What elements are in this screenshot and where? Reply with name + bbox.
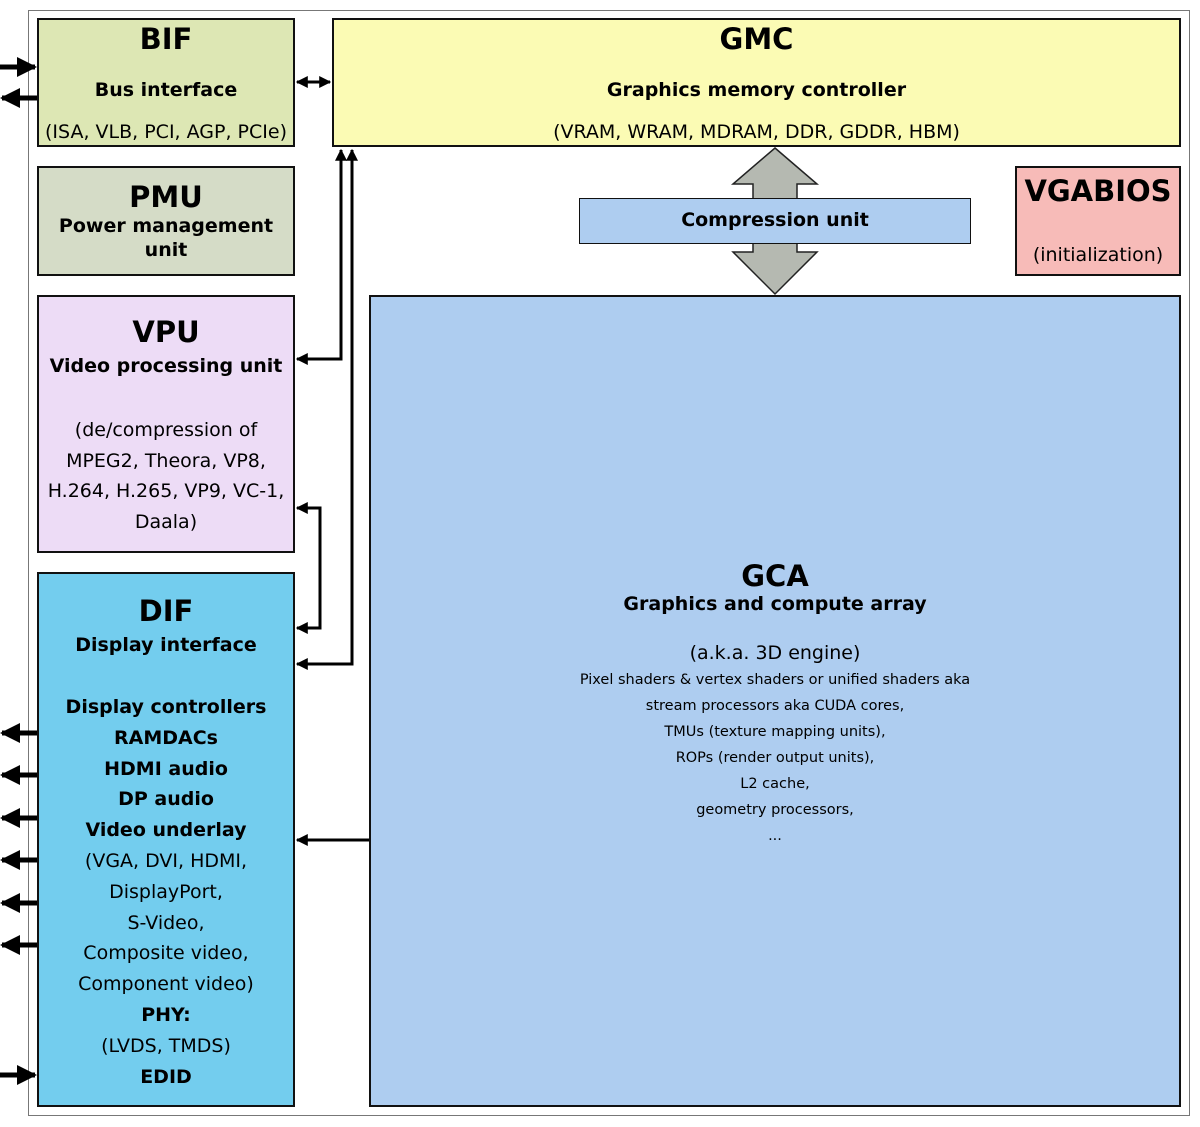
- dif-item: Component video): [78, 973, 254, 996]
- dif-item: PHY:: [141, 1003, 191, 1026]
- gmc-detail: (VRAM, WRAM, MDRAM, DDR, GDDR, HBM): [553, 121, 960, 143]
- vpu-block: VPU Video processing unit (de/compressio…: [37, 295, 295, 553]
- bif-name: Bus interface: [94, 79, 238, 101]
- dif-item: Display controllers: [65, 696, 267, 718]
- gca-detail-line: stream processors aka CUDA cores,: [645, 698, 905, 714]
- dif-item: DisplayPort,: [109, 880, 223, 903]
- vpu-detail-line: MPEG2, Theora, VP8,: [66, 449, 266, 472]
- bif-acronym: BIF: [139, 22, 193, 56]
- gca-acronym: GCA: [741, 559, 809, 593]
- gmc-acronym: GMC: [719, 22, 794, 56]
- gmc-block: GMC Graphics memory controller (VRAM, WR…: [332, 18, 1181, 147]
- gca-name: Graphics and compute array: [623, 593, 927, 615]
- gca-detail-line: ...: [768, 828, 782, 844]
- dif-acronym: DIF: [138, 594, 194, 628]
- dif-block: DIF Display interface Display controller…: [37, 572, 295, 1107]
- vpu-detail-line: Daala): [134, 510, 198, 533]
- pmu-block: PMU Power management unit: [37, 166, 295, 276]
- dif-name: Display interface: [75, 634, 257, 656]
- compression-unit-name: Compression unit: [681, 209, 869, 231]
- vgabios-block: VGABIOS (initialization): [1015, 166, 1181, 276]
- vpu-detail-line: (de/compression of: [74, 419, 258, 441]
- dif-item: Composite video,: [83, 942, 249, 965]
- gca-detail: Pixel shaders & vertex shaders or unifie…: [371, 667, 1179, 849]
- vgabios-acronym: VGABIOS: [1024, 174, 1172, 208]
- vpu-acronym: VPU: [132, 315, 200, 349]
- dif-item: EDID: [140, 1065, 192, 1088]
- vpu-detail-line: H.264, H.265, VP9, VC-1,: [47, 480, 285, 502]
- bif-block: BIF Bus interface (ISA, VLB, PCI, AGP, P…: [37, 18, 295, 147]
- dif-item: RAMDACs: [114, 726, 218, 749]
- compression-unit-block: Compression unit: [579, 198, 971, 244]
- pmu-name-line: unit: [144, 239, 188, 261]
- vpu-name: Video processing unit: [49, 355, 283, 377]
- pmu-name-line: Power management: [58, 215, 274, 237]
- bif-detail: (ISA, VLB, PCI, AGP, PCIe): [45, 121, 287, 143]
- vgabios-detail: (initialization): [1032, 244, 1164, 266]
- gca-detail-line: TMUs (texture mapping units),: [664, 724, 886, 740]
- gpu-chip-frame: [28, 10, 1190, 1116]
- gca-block: GCA Graphics and compute array (a.k.a. 3…: [369, 295, 1181, 1107]
- vpu-detail: (de/compression of MPEG2, Theora, VP8, H…: [39, 415, 293, 537]
- gca-detail-line: geometry processors,: [696, 802, 854, 818]
- dif-item-list: Display controllers RAMDACs HDMI audio D…: [39, 692, 293, 1092]
- gca-detail-line: Pixel shaders & vertex shaders or unifie…: [579, 672, 971, 688]
- dif-item: (VGA, DVI, HDMI,: [84, 849, 248, 872]
- dif-item: S-Video,: [127, 911, 205, 934]
- dif-item: DP audio: [118, 788, 214, 811]
- gca-detail-line: L2 cache,: [740, 776, 810, 792]
- dif-item: HDMI audio: [104, 757, 228, 780]
- gca-aka: (a.k.a. 3D engine): [689, 642, 861, 664]
- dif-item: Video underlay: [85, 819, 247, 842]
- pmu-acronym: PMU: [129, 180, 203, 214]
- dif-item: (LVDS, TMDS): [101, 1034, 231, 1057]
- gmc-name: Graphics memory controller: [606, 79, 907, 101]
- gca-detail-line: ROPs (render output units),: [675, 750, 875, 766]
- pmu-name: Power management unit: [39, 214, 293, 262]
